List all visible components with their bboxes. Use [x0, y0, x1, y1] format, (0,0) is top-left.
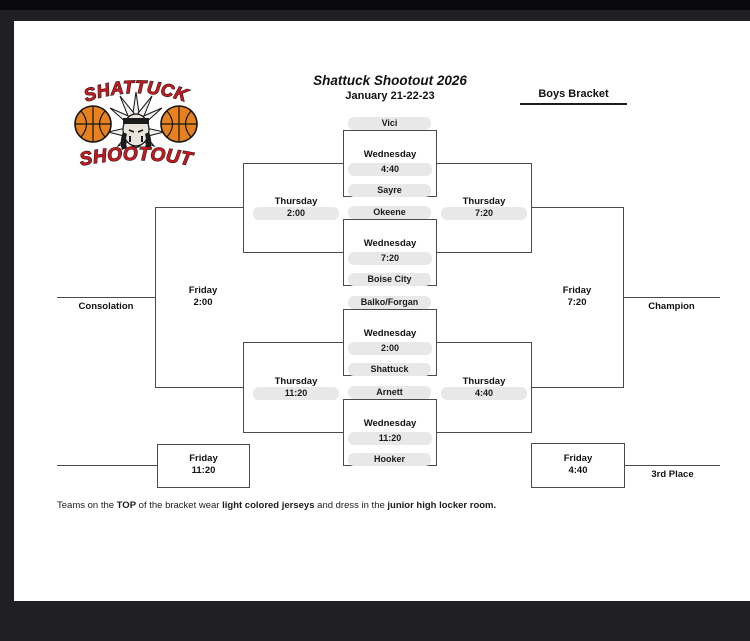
consolation-final-day: Friday: [188, 285, 218, 296]
team-field-shattuck[interactable]: Shattuck: [348, 363, 431, 376]
semi-left-top-day: Thursday: [274, 196, 318, 207]
semi-right-top-time-field[interactable]: 7:20: [441, 207, 527, 220]
connector-line: [243, 432, 343, 433]
mascot-face: [120, 113, 152, 150]
connector-line: [243, 163, 343, 164]
team-field-sayre[interactable]: Sayre: [348, 184, 431, 197]
champion-line: [623, 297, 720, 298]
game1-day-label: Wednesday: [363, 149, 417, 160]
connector-line: [437, 432, 532, 433]
semi-left-top-time-field[interactable]: 2:00: [253, 207, 339, 220]
footer-text-segment-bold: light colored jerseys: [222, 500, 315, 511]
connector-line: [155, 387, 244, 388]
game4-time-field[interactable]: 11:20: [348, 432, 432, 445]
connector-line: [243, 252, 343, 253]
third-place-time: Friday 4:40: [531, 453, 625, 477]
connector-line: [437, 342, 532, 343]
friday-1120-day: Friday: [189, 453, 218, 464]
team-field-balko-forgan[interactable]: Balko/Forgan: [348, 296, 431, 309]
connector-line: [437, 163, 532, 164]
semi-bracket-line: [531, 163, 532, 253]
connector-line: [243, 342, 343, 343]
semi-right-top-day: Thursday: [462, 196, 506, 207]
third-place-day: Friday: [563, 453, 593, 464]
game1-time-field[interactable]: 4:40: [348, 163, 432, 176]
team-field-vici[interactable]: Vici: [348, 117, 431, 130]
semi-bracket-line: [243, 163, 244, 253]
semi-left-bottom-day: Thursday: [274, 376, 318, 387]
consolation-label: Consolation: [78, 301, 134, 312]
final-bracket-line: [155, 207, 156, 388]
championship-hour: 7:20: [567, 297, 587, 308]
connector-line: [531, 207, 624, 208]
basketball-left-icon: [74, 105, 112, 143]
basketball-right-icon: [160, 105, 198, 143]
footer-text-segment: Teams on the: [57, 500, 117, 511]
friday-1120-time: Friday 11:20: [157, 453, 250, 477]
friday-440-box: [531, 443, 625, 488]
friday-1120-hour: 11:20: [191, 465, 216, 476]
footer-note: Teams on the TOP of the bracket wear lig…: [57, 500, 496, 511]
consolation-final-hour: 2:00: [193, 297, 213, 308]
team-field-okeene[interactable]: Okeene: [348, 206, 431, 219]
game4-day-label: Wednesday: [363, 418, 417, 429]
team-field-boise-city[interactable]: Boise City: [348, 273, 431, 286]
third-place-hour: 4:40: [568, 465, 588, 476]
window-top-strip: [0, 0, 750, 10]
connector-line: [531, 387, 624, 388]
connector-line: [437, 252, 532, 253]
consolation-line: [57, 297, 155, 298]
semi-right-bottom-day: Thursday: [462, 376, 506, 387]
game2-time-field[interactable]: 7:20: [348, 252, 432, 265]
team-field-hooker[interactable]: Hooker: [348, 453, 431, 466]
game3-day-label: Wednesday: [363, 328, 417, 339]
logo-shootout-text: SHOOTOUT: [78, 144, 195, 171]
tournament-logo: SHATTUCK SHOOTOUT: [68, 76, 204, 174]
footer-text-segment-bold: junior high locker room.: [387, 500, 497, 511]
logo-graphic: SHATTUCK SHOOTOUT: [74, 76, 198, 171]
footer-text-segment-bold: TOP: [116, 500, 137, 511]
semi-left-bottom-time-field[interactable]: 11:20: [253, 387, 339, 400]
consolation-final-time: Friday 2:00: [153, 285, 253, 309]
team-field-arnett[interactable]: Arnett: [348, 386, 431, 399]
friday-1120-box: [157, 444, 250, 488]
semi-right-bottom-time-field[interactable]: 4:40: [441, 387, 527, 400]
game3-time-field[interactable]: 2:00: [348, 342, 432, 355]
third-place-label: 3rd Place: [651, 469, 694, 480]
bracket-type-label: Boys Bracket: [520, 88, 627, 105]
winner-line: [57, 465, 157, 466]
champion-label: Champion: [648, 301, 695, 312]
third-place-line: [625, 465, 720, 466]
footer-text-segment: of the bracket wear: [136, 500, 223, 511]
page-subtitle: January 21-22-23: [345, 90, 435, 102]
game2-day-label: Wednesday: [363, 238, 417, 249]
championship-day: Friday: [562, 285, 592, 296]
document-page: Shattuck Shootout 2026 January 21-22-23 …: [14, 21, 750, 601]
connector-line: [155, 207, 244, 208]
footer-text-segment: and dress in the: [314, 500, 388, 511]
championship-time: Friday 7:20: [527, 285, 627, 309]
page-title: Shattuck Shootout 2026: [313, 73, 467, 88]
